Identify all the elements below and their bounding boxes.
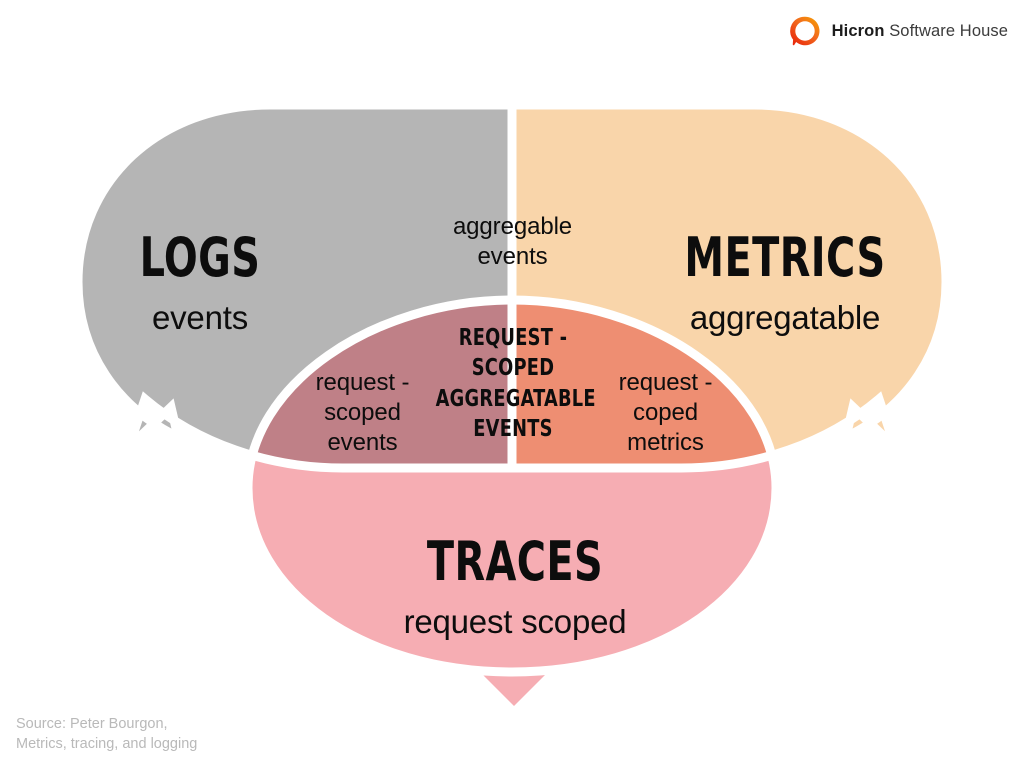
label-traces: TRACES request scoped	[330, 518, 700, 657]
label-logs: LOGS events	[90, 214, 310, 353]
source-citation: Source: Peter Bourgon, Metrics, tracing,…	[16, 716, 198, 752]
metrics-subtitle: aggregatable	[689, 299, 881, 337]
brand-logo: Hicron Software House	[788, 14, 1008, 48]
label-logs-metrics-overlap: aggregable events	[452, 213, 573, 270]
brand-name-bold: Hicron	[831, 21, 885, 40]
logs-subtitle: events	[151, 299, 249, 337]
label-logs-traces-overlap: request - scoped events	[315, 369, 410, 456]
metrics-title: METRICS	[684, 225, 886, 289]
label-all-three-overlap: REQUEST - SCOPED AGGREGATABLE EVENTS	[435, 325, 596, 443]
brand-wordmark: Hicron Software House	[832, 23, 1008, 40]
label-metrics-traces-overlap: request - coped metrics	[618, 369, 713, 456]
label-metrics: METRICS aggregatable	[640, 214, 930, 353]
brand-name-rest: Software House	[884, 21, 1008, 40]
logs-title: LOGS	[139, 225, 261, 289]
traces-title: TRACES	[426, 529, 604, 593]
hicron-ring-logo-icon	[789, 16, 820, 46]
traces-subtitle: request scoped	[403, 603, 627, 641]
